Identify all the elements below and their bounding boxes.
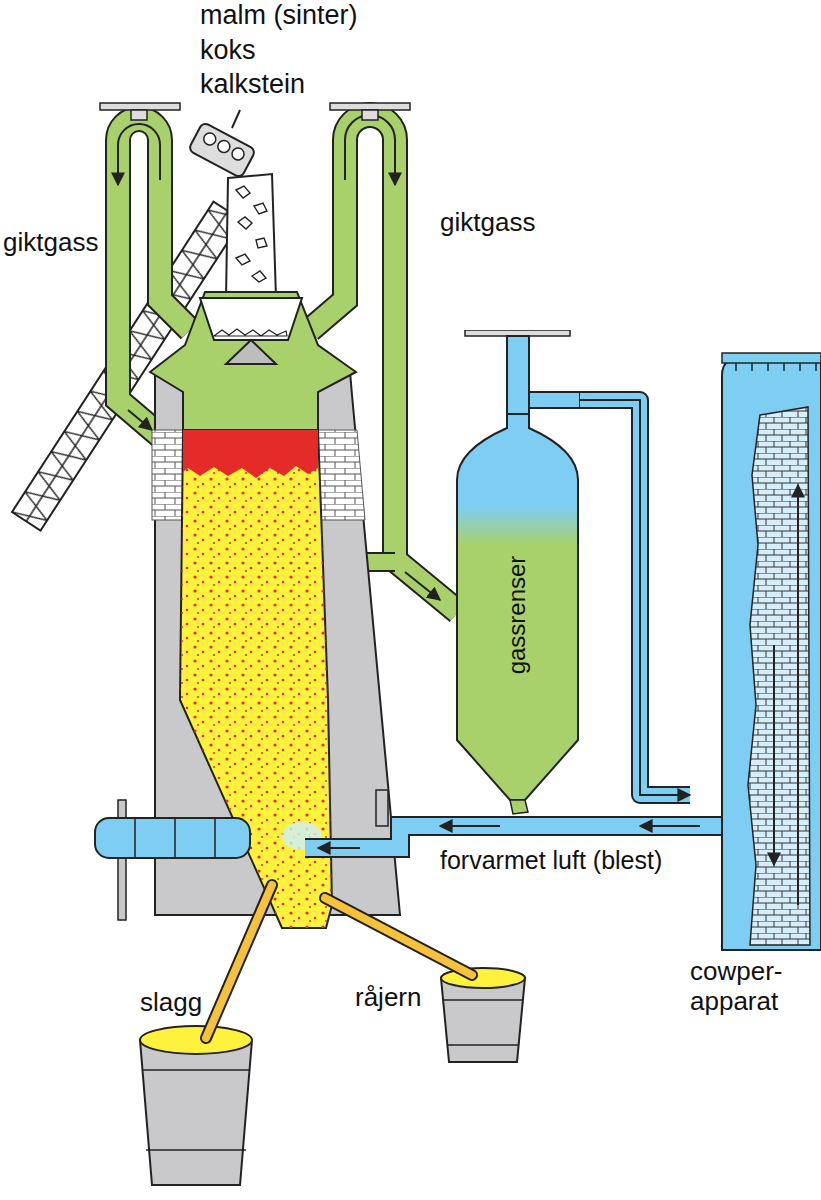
- flow-arrow: [318, 847, 360, 849]
- tank-body: [457, 414, 578, 800]
- slag-runner-outline: [206, 885, 272, 1038]
- charge-label: koks: [200, 35, 256, 66]
- pipe-outline: [580, 400, 690, 795]
- pipe-outline: [305, 826, 722, 848]
- slag-label: slagg: [140, 988, 202, 1018]
- charging-bell: [226, 340, 276, 364]
- flow-arrow: [405, 572, 440, 600]
- iron-runner-outline: [325, 898, 472, 975]
- slag-ladle: [140, 1026, 252, 1185]
- cowper-stove: [690, 345, 821, 1025]
- bustle-ring: [95, 818, 250, 858]
- tank-spout: [510, 800, 528, 814]
- charge-label: kalkstein: [200, 69, 305, 100]
- flow-arrow: [797, 485, 799, 905]
- skip-wheel: [202, 131, 218, 147]
- stove-shell: [722, 357, 821, 950]
- charge-top-layer: [183, 430, 318, 478]
- gas-label: giktgass: [3, 228, 98, 258]
- flow-arrow: [440, 825, 500, 827]
- gas-label: giktgass: [440, 208, 535, 238]
- ladle-bands: [142, 1070, 250, 1150]
- node-text: gassrenser: [503, 556, 531, 675]
- pipe-cap: [100, 103, 180, 110]
- gas-cleaner: gassrenser: [455, 330, 580, 815]
- charging-equipment: [188, 110, 276, 298]
- slag-runner: [206, 885, 272, 1038]
- hook-line: [232, 110, 240, 128]
- brick-lining: [152, 430, 183, 520]
- pipe-stub: [376, 790, 388, 826]
- iron-ladle: [441, 968, 525, 1062]
- cowper-apparatus: cowper-apparat: [690, 345, 821, 1025]
- hopper-charge: [214, 329, 287, 336]
- tank-outlet: [529, 392, 580, 408]
- flow-arrow: [640, 825, 700, 827]
- skip-car: [188, 122, 256, 178]
- bustle-pipe: [95, 800, 250, 920]
- stove-ticks: [736, 363, 816, 371]
- skip-wheel: [216, 138, 232, 154]
- gas-pipe-connector: [580, 400, 690, 795]
- checker-bricks: [748, 407, 810, 945]
- flow-arrow: [773, 645, 775, 865]
- pipe-fill: [580, 400, 690, 795]
- hopper: [200, 298, 302, 340]
- flow-arrow: [128, 410, 152, 430]
- pipe-cap: [362, 110, 378, 120]
- pipe-cap: [330, 103, 410, 110]
- ladle-body: [441, 978, 525, 1062]
- ladle-body: [140, 1040, 252, 1185]
- skip-wheel: [230, 146, 246, 162]
- iron-runner: [325, 898, 472, 975]
- iron-label: råjern: [355, 983, 421, 1013]
- tap-runners: [206, 885, 472, 1038]
- flow-arrow: [345, 115, 395, 185]
- blast-label: forvarmet luft (blest): [440, 846, 662, 875]
- pipe-bands: [135, 818, 215, 858]
- node-text: cowper-apparat: [690, 957, 815, 1017]
- molten-slag: [140, 1026, 252, 1054]
- charge-label: malm (sinter): [200, 0, 358, 31]
- stove-ring: [722, 353, 821, 363]
- brick-lining: [318, 430, 365, 520]
- tank-neck: [507, 336, 529, 416]
- charging-column: [226, 174, 276, 298]
- flow-arrow: [118, 124, 160, 185]
- charge-lumps: [236, 186, 267, 282]
- flow-arrow: [580, 400, 690, 795]
- pipe-fill: [305, 826, 722, 848]
- skip-body: [188, 122, 256, 178]
- pipe-cap: [131, 110, 147, 120]
- furnace-top: [150, 292, 356, 430]
- ladle-bands: [443, 1000, 523, 1045]
